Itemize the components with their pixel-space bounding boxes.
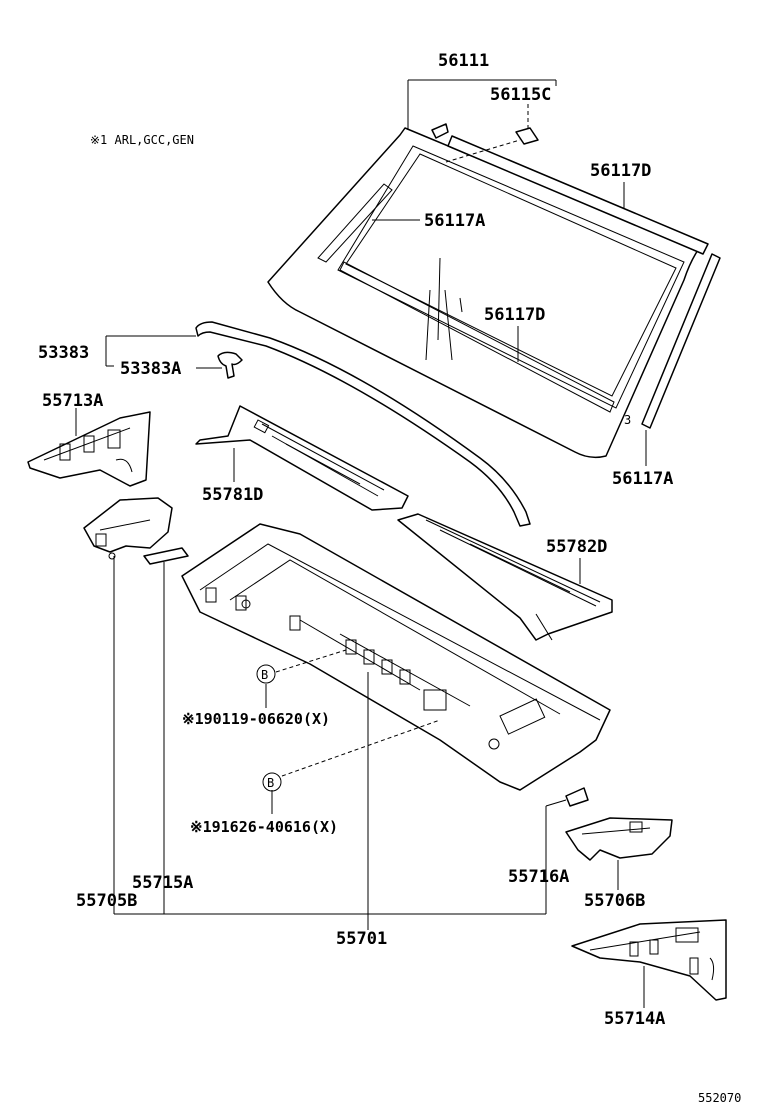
label-53383: 53383 [38, 343, 89, 363]
glass-dam-left [317, 183, 393, 263]
label-55715A: 55715A [132, 873, 193, 893]
molding-clip [515, 127, 539, 145]
label-bolt-2: ※191626-40616(X) [190, 818, 338, 836]
ref-b2-label: B [267, 776, 274, 790]
plate-55716A [565, 787, 589, 807]
label-56117A-side: 56117A [612, 469, 673, 489]
label-55713A: 55713A [42, 391, 103, 411]
svg-text:3: 3 [624, 413, 631, 427]
label-56117D-top: 56117D [590, 161, 651, 181]
molding-end-cap [431, 123, 449, 139]
lower-molding [339, 261, 615, 413]
plate-55715A [143, 547, 189, 565]
applicability-note: ※1 ARL,GCC,GEN [90, 133, 194, 147]
cowl-panel-left [195, 405, 409, 511]
label-55701: 55701 [336, 929, 387, 949]
leader-lines [75, 79, 647, 1008]
label-56117A-inner: 56117A [424, 211, 485, 231]
cowl-clip [217, 351, 243, 379]
diagram-id: 552070 [698, 1091, 741, 1105]
label-56115C: 56115C [490, 85, 551, 105]
label-55706B: 55706B [584, 891, 645, 911]
label-56117D-lower: 56117D [484, 305, 545, 325]
cowl-top-panel [181, 523, 611, 791]
top-molding [447, 135, 709, 255]
label-53383A: 53383A [120, 359, 181, 379]
ref-circle-b1 [256, 664, 276, 684]
side-bracket-right [571, 919, 727, 1001]
cowl-strip [195, 321, 531, 527]
label-56111: 56111 [438, 51, 489, 71]
label-55705B: 55705B [76, 891, 137, 911]
label-55716A: 55716A [508, 867, 569, 887]
side-bracket-left [27, 411, 151, 487]
label-55714A: 55714A [604, 1009, 665, 1029]
ref-b1-label: B [261, 668, 268, 682]
side-molding-right: 3 [624, 253, 721, 429]
bracket-55706B [565, 817, 673, 861]
bracket-55705B [83, 497, 173, 560]
label-bolt-1: ※190119-06620(X) [182, 710, 330, 728]
cowl-panel-right [397, 513, 613, 641]
windshield-glass [267, 127, 699, 459]
ref-circle-b2 [262, 772, 282, 792]
label-55782D: 55782D [546, 537, 607, 557]
label-55781D: 55781D [202, 485, 263, 505]
